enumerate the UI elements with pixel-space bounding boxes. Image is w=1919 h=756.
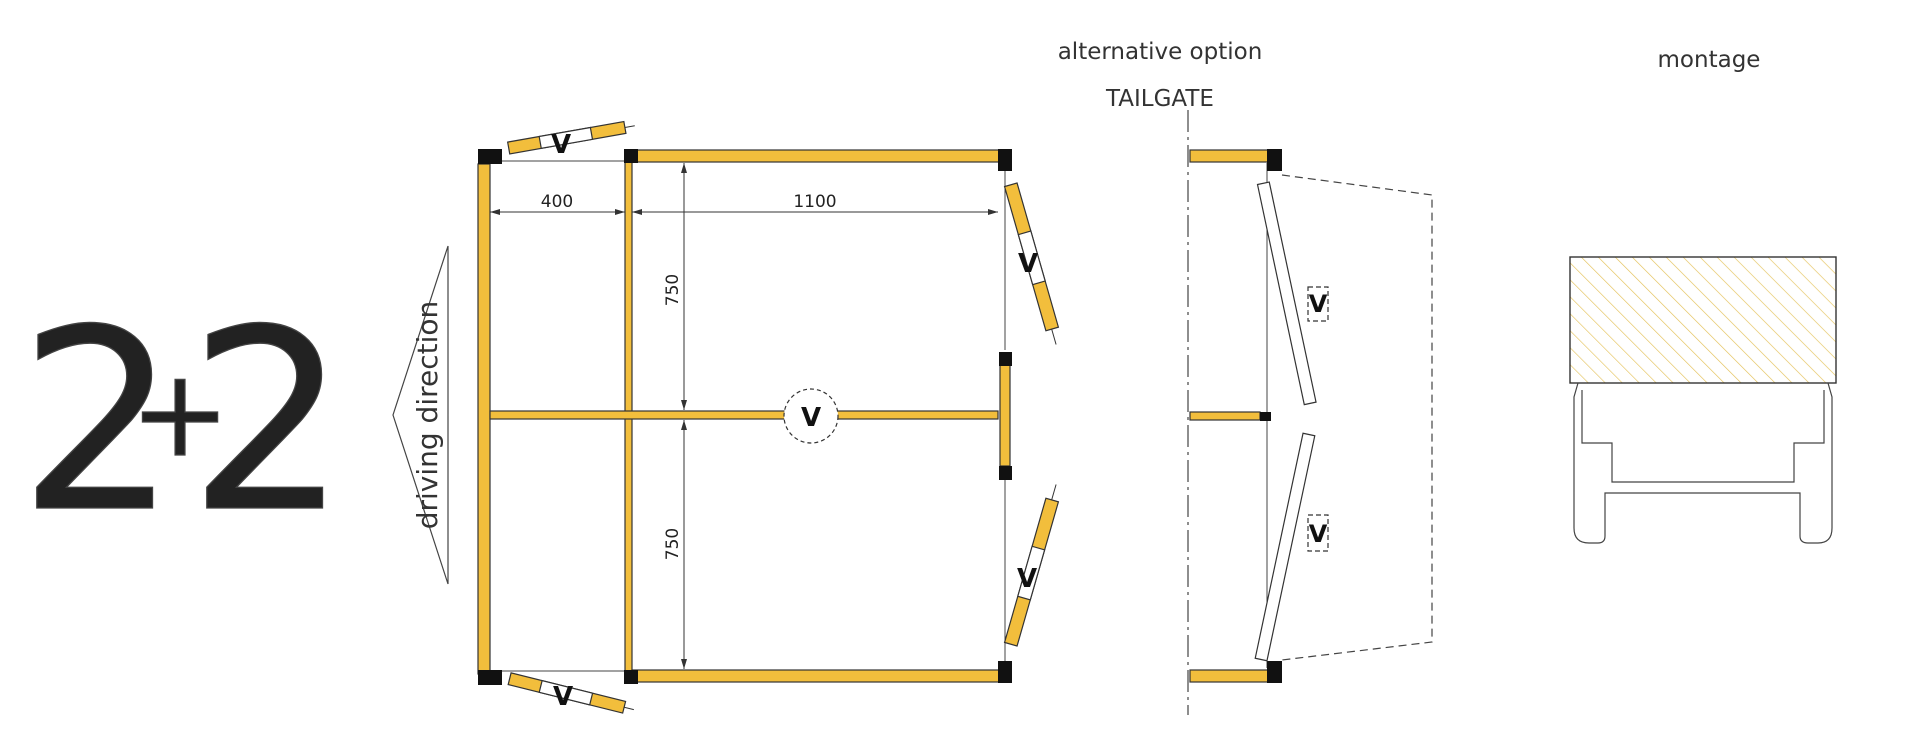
rear-center-panel — [999, 364, 1011, 467]
direction-triangle — [392, 245, 449, 585]
montage-load-block — [1569, 256, 1837, 384]
dimension-main-width-value: 1100 — [793, 192, 836, 212]
rear-upper-swing-door — [1003, 182, 1060, 345]
bottom-wall-panel — [631, 669, 1001, 683]
front-top-door-mark: V — [551, 130, 571, 160]
top-wall-panel — [631, 149, 1001, 163]
config-left-number: 2 — [18, 276, 177, 567]
tailgate-upper-door-mark: V — [1309, 290, 1328, 318]
montage-chassis-outline — [1573, 382, 1833, 544]
rear-lower-door-mark: V — [1017, 564, 1037, 594]
rear-lower-swing-door — [1003, 484, 1060, 647]
dimension-main-width: 1100 — [632, 192, 998, 215]
dimension-front-width: 400 — [490, 192, 625, 215]
tailgate-post-middle — [1260, 412, 1271, 421]
config-label: 2 + 2 — [18, 275, 348, 567]
montage-section: montage — [1569, 47, 1837, 544]
post-divider-top — [624, 149, 638, 163]
dimension-lower-depth: 750 — [663, 420, 687, 669]
middle-divider-panel — [489, 410, 999, 420]
config-right-number: 2 — [188, 276, 347, 567]
driving-direction-arrow: driving direction — [392, 245, 449, 585]
center-door-marker — [783, 388, 839, 444]
tailgate-lower-door-mark: V — [1309, 520, 1328, 548]
montage-frame-inner — [1581, 390, 1825, 483]
rear-upper-door-mark: V — [1018, 249, 1038, 279]
center-door-mark: V — [801, 403, 821, 433]
post-rear-center-bottom — [999, 466, 1012, 480]
dimension-upper-depth: 750 — [663, 163, 687, 410]
tailgate-upper-flap — [1256, 181, 1317, 406]
front-bottom-swing-panel — [507, 672, 634, 714]
tailgate-lower-flap — [1254, 432, 1316, 662]
dimension-front-width-value: 400 — [541, 192, 573, 212]
tailgate-middle-wall — [1189, 411, 1261, 421]
config-plus-sign: + — [130, 345, 231, 484]
front-top-swing-panel — [506, 120, 635, 155]
driving-direction-label: driving direction — [411, 301, 444, 530]
tailgate-lower-mark-box — [1307, 514, 1329, 552]
tailgate-title-line2: TAILGATE — [1105, 86, 1214, 112]
post-rear-center-top — [999, 352, 1012, 366]
post-rear-top — [998, 149, 1012, 171]
tailgate-top-wall — [1189, 149, 1269, 163]
tailgate-upper-mark-box — [1307, 286, 1329, 322]
post-rear-bottom — [998, 661, 1012, 683]
main-floor-plan: V V V V — [477, 120, 1060, 714]
front-bottom-door-mark: V — [553, 682, 573, 712]
dimension-upper-depth-value: 750 — [663, 274, 683, 306]
tailgate-post-top — [1267, 149, 1282, 171]
post-front-top — [478, 149, 502, 164]
dimension-lower-depth-value: 750 — [663, 528, 683, 560]
left-wall-panel — [477, 163, 491, 675]
post-divider-bottom — [624, 670, 638, 684]
tailgate-option: alternative option TAILGATE V V — [1058, 39, 1433, 715]
tailgate-bottom-wall — [1189, 669, 1269, 683]
montage-title: montage — [1658, 47, 1761, 73]
tailgate-swing-outline — [1281, 174, 1433, 661]
tailgate-post-bottom — [1267, 661, 1282, 683]
post-front-bottom — [478, 670, 502, 685]
tailgate-title-line1: alternative option — [1058, 39, 1263, 65]
